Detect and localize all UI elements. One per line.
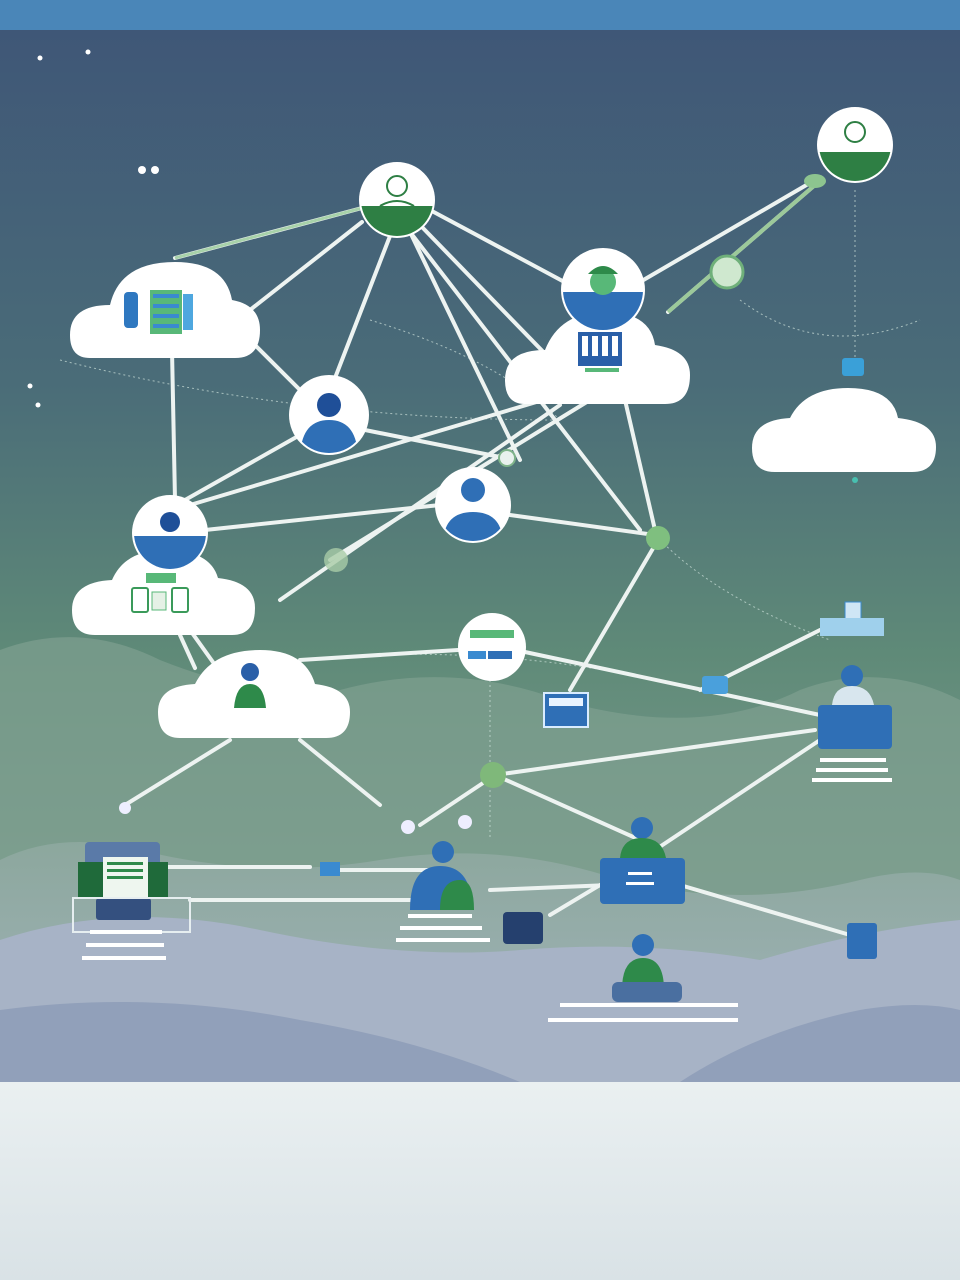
ground: [0, 1082, 960, 1280]
cloud-node-bottom[interactable]: [158, 650, 350, 738]
user-icon: [234, 663, 266, 708]
avatar-node-left[interactable]: [289, 375, 369, 460]
workstation-center[interactable]: [600, 817, 685, 904]
green-link: [174, 206, 363, 260]
link-chip[interactable]: [320, 862, 340, 876]
chat-chip[interactable]: [847, 923, 877, 959]
devices-icon: [131, 573, 189, 613]
avatar-node-center[interactable]: [435, 467, 511, 545]
junction-nodes: [27, 49, 864, 834]
cloud-node-left-top[interactable]: [70, 262, 260, 358]
device-cluster[interactable]: [820, 601, 884, 636]
cloud-node-right[interactable]: [752, 388, 936, 472]
front-hills-2: [0, 1002, 960, 1082]
workstation-right[interactable]: [812, 665, 892, 782]
green-link: [666, 183, 817, 314]
server-icon: [578, 332, 622, 372]
server-rack-icon: [124, 290, 193, 334]
message-chip[interactable]: [702, 676, 728, 694]
service-node[interactable]: [458, 613, 526, 681]
cloud-node-center[interactable]: [505, 312, 690, 404]
avatar-node-top-right[interactable]: [815, 107, 905, 192]
top-bar: [0, 0, 960, 30]
document-station[interactable]: [72, 842, 191, 960]
briefcase-icon: [503, 912, 543, 944]
dashboard-card[interactable]: [543, 692, 589, 728]
cloud-node-left-mid[interactable]: [72, 550, 255, 635]
workstation-bottom[interactable]: [548, 934, 738, 1022]
workstation-person-blue[interactable]: [396, 841, 490, 942]
